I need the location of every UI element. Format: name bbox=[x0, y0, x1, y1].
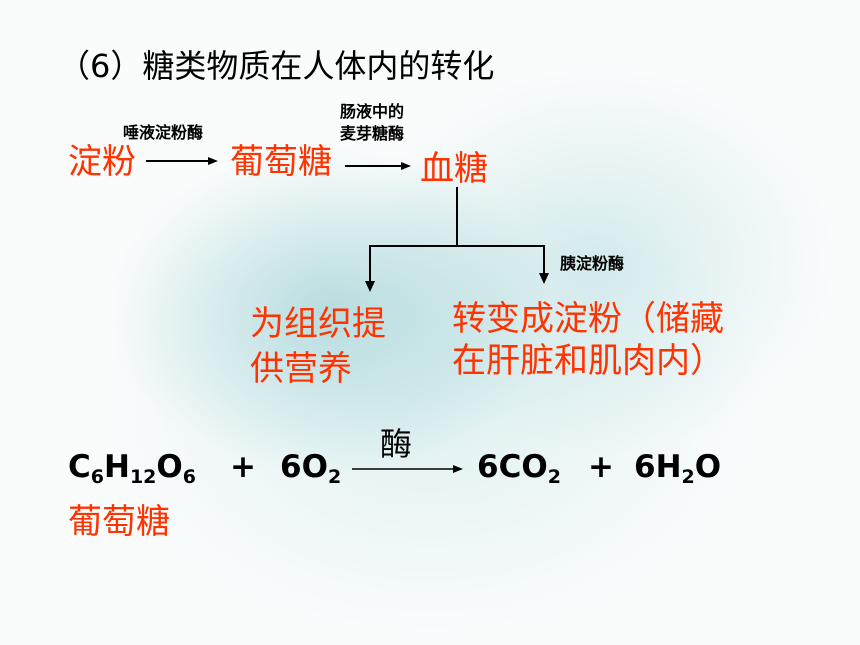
glucose-formula: C6H12O6 bbox=[68, 449, 196, 488]
enzyme-intestine-line1: 肠液中的 bbox=[340, 102, 405, 121]
starch-label: 淀粉 bbox=[68, 142, 136, 182]
branch-right-line2: 在肝脏和肌肉内） bbox=[452, 341, 724, 381]
arrowhead-starch-to-glucose bbox=[208, 157, 218, 165]
oxygen-formula: 6O2 bbox=[280, 449, 342, 488]
blood-sugar-label: 血糖 bbox=[420, 149, 488, 189]
branch-left-line2: 供营养 bbox=[250, 349, 352, 389]
enzyme-pancreas-label: 胰淀粉酶 bbox=[560, 254, 625, 273]
plus-sign-2: + bbox=[588, 449, 614, 485]
enzyme-saliva-label: 唾液淀粉酶 bbox=[123, 123, 204, 142]
arrowhead-glucose-to-bloodsugar bbox=[401, 162, 411, 170]
co2-formula: 6CO2 bbox=[477, 449, 561, 488]
equation-arrowhead bbox=[453, 465, 463, 473]
plus-sign-1: + bbox=[230, 449, 256, 485]
enzyme-intestine-line2: 麦芽糖酶 bbox=[340, 124, 405, 143]
branch-right-line1: 转变成淀粉（储藏 bbox=[452, 299, 724, 339]
glucose-label: 葡萄糖 bbox=[230, 142, 332, 182]
arrowhead-left bbox=[365, 281, 375, 292]
slide-title: （6）糖类物质在人体内的转化 bbox=[58, 47, 495, 85]
arrowhead-right bbox=[539, 273, 549, 284]
enzyme-catalyst-label: 酶 bbox=[380, 425, 413, 463]
branch-left-line1: 为组织提 bbox=[250, 304, 386, 344]
equation-glucose-label: 葡萄糖 bbox=[68, 502, 170, 542]
water-formula: 6H2O bbox=[634, 449, 722, 488]
